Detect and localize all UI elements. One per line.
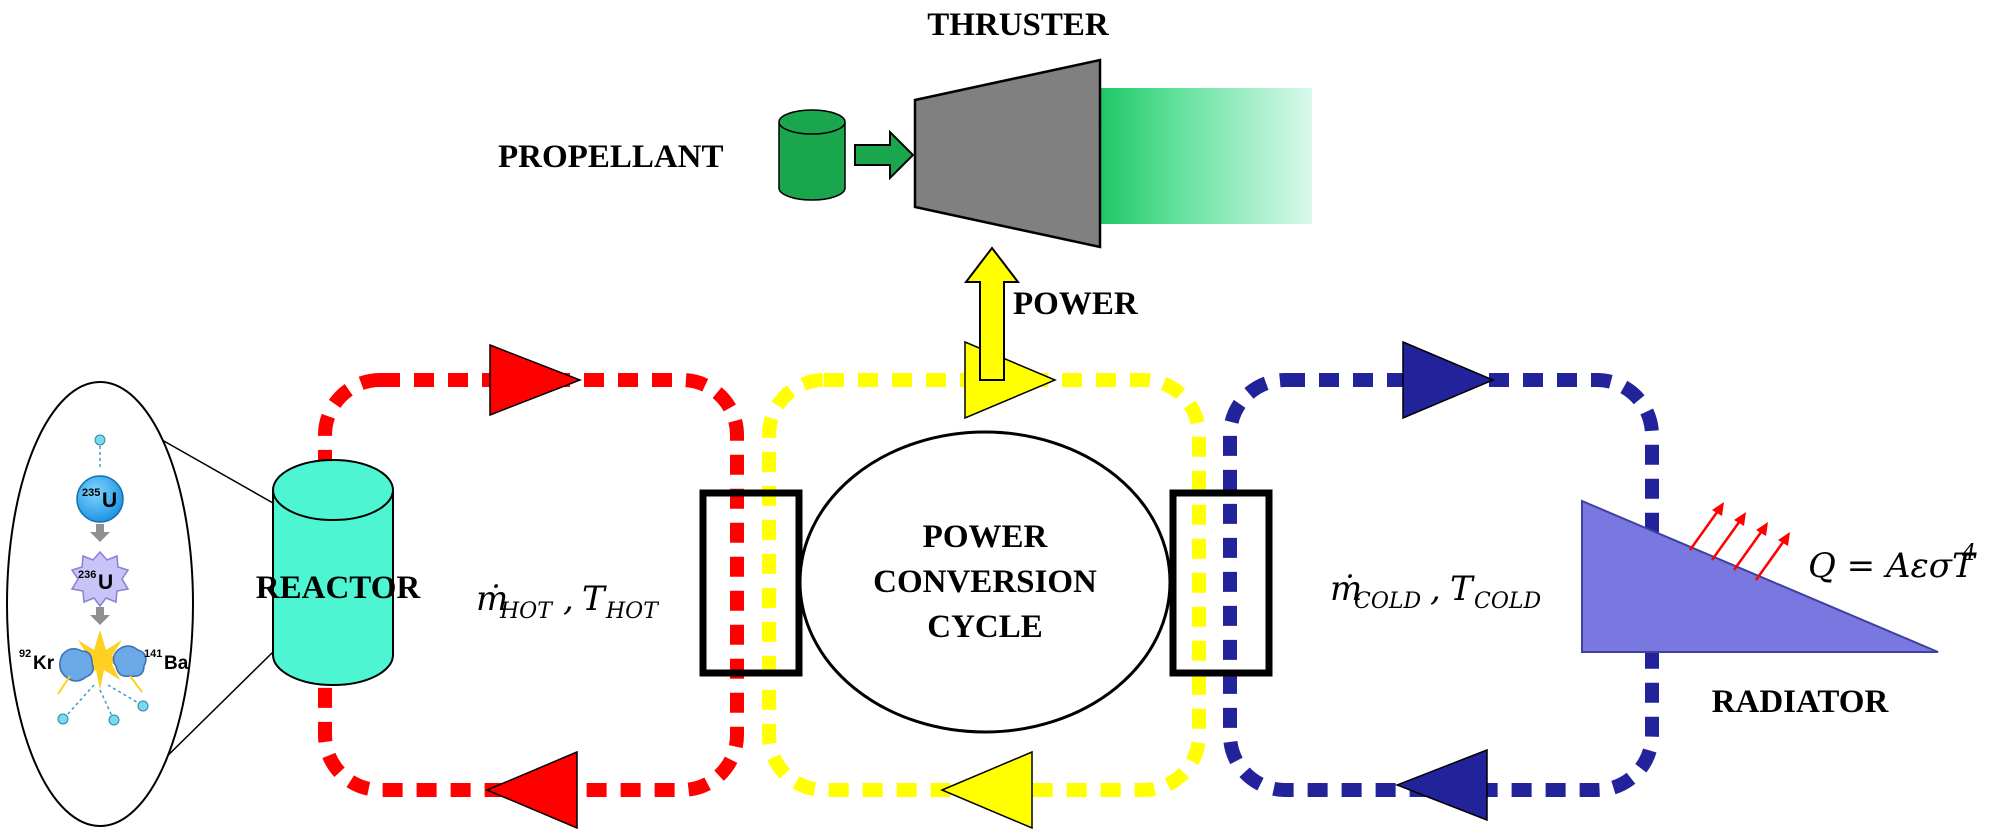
- hot-loop-arrow-top: [489, 343, 583, 417]
- cold-loop-arrow-bottom: [1394, 748, 1488, 822]
- kr-fragment: [59, 648, 94, 682]
- hot-t: T: [582, 579, 607, 619]
- radiation-formula: Q = AεσT: [1808, 546, 1977, 586]
- cold-t-sub: COLD: [1474, 589, 1541, 614]
- reactor-label: REACTOR: [256, 570, 422, 606]
- pcc-label-line1: POWER: [923, 519, 1049, 555]
- cold-loop-arrow-top: [1402, 340, 1495, 420]
- thruster-body: [913, 58, 1102, 249]
- cold-heat-exchanger: [1169, 489, 1273, 677]
- ba-fragment: [112, 645, 147, 678]
- hot-mdot-sub: HOT: [499, 599, 554, 624]
- hot-mdot: ṁ: [476, 579, 508, 619]
- radiator-label: RADIATOR: [1712, 684, 1890, 720]
- power-label: POWER: [1013, 286, 1139, 322]
- hot-flow-equation: ṁ HOT , T HOT: [476, 579, 660, 624]
- u236-mass-label: 236: [78, 569, 96, 581]
- ba-symbol-label: Ba: [164, 653, 189, 674]
- pcc-label-line2: CONVERSION: [873, 564, 1097, 600]
- hot-heat-exchanger: [699, 489, 803, 677]
- hot-separator: ,: [563, 579, 574, 619]
- radiation-equation: Q = AεσT 4: [1808, 541, 1977, 586]
- pcc-label-line3: CYCLE: [927, 609, 1043, 645]
- cold-flow-equation: ṁ COLD , T COLD: [1330, 569, 1541, 614]
- u236-symbol-label: U: [98, 571, 113, 594]
- hot-t-sub: HOT: [605, 599, 660, 624]
- ba-mass-label: 141: [144, 648, 162, 660]
- fission-inset: [6, 381, 194, 827]
- kr-symbol-label: Kr: [33, 653, 55, 674]
- power-loop-arrow-bottom: [940, 750, 1033, 829]
- hot-loop-arrow-bottom: [485, 750, 578, 829]
- radiation-arrows: [1688, 502, 1790, 581]
- kr-mass-label: 92: [19, 648, 31, 660]
- cold-t: T: [1450, 569, 1475, 609]
- power-loop-arrow-top: [964, 340, 1057, 420]
- power-conversion-cycle: [798, 430, 1172, 734]
- u236-nucleus: [70, 550, 130, 608]
- u235-symbol-label: U: [102, 489, 117, 512]
- zoom-line-top: [147, 431, 274, 504]
- radiation-exponent: 4: [1961, 541, 1976, 566]
- power-arrow: [963, 246, 1021, 381]
- propellant-label: PROPELLANT: [498, 139, 724, 175]
- propellant-tank: [778, 109, 846, 201]
- propellant-arrow: [854, 129, 915, 181]
- reactor-cylinder: [272, 459, 394, 686]
- cold-mdot-sub: COLD: [1354, 589, 1421, 614]
- u235-mass-label: 235: [82, 487, 100, 499]
- thruster-label: THRUSTER: [927, 7, 1110, 43]
- cold-separator: ,: [1430, 569, 1441, 609]
- u235-nucleus: [76, 475, 124, 523]
- cold-mdot: ṁ: [1330, 569, 1362, 609]
- thruster-plume: [1100, 88, 1312, 224]
